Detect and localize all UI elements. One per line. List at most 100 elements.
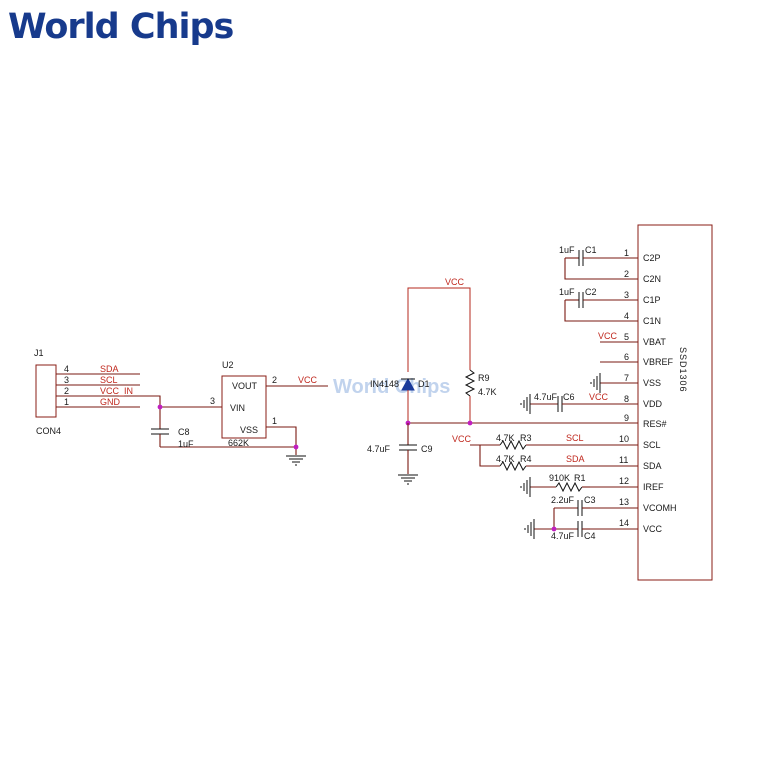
resistor-r3-symbol [499,439,527,451]
chip-pin-number: 1 [624,248,629,258]
connector-pin-number: 1 [64,397,69,407]
chip-ssd1306: SSD1306 1 2 3 4 5 6 7 [588,224,713,581]
resistor-r4-ref: R4 [520,454,532,464]
capacitors-c3-c4: 2.2uF C3 4.7uF C4 [524,495,596,541]
chip-pin-name: VCOMH [643,503,677,513]
resistor-r1-symbol [555,481,583,493]
connector-j1-value: CON4 [36,426,61,436]
chip-pin-number: 3 [624,290,629,300]
capacitor-c3-value: 2.2uF [551,495,575,505]
chip-pin-name: C2N [643,274,661,284]
ground-symbol [524,519,535,539]
wire-vss [266,426,297,455]
chip-pin-number: 8 [624,394,629,404]
connector-pin-number: 2 [64,386,69,396]
resistor-r9-value: 4.7K [478,387,497,397]
capacitor-c9-value: 4.7uF [367,444,391,454]
chip-pin-name: RES# [643,419,667,429]
chip-pin-number: 5 [624,332,629,342]
brand-logo-first: World [8,7,120,47]
connector-j1-ref: J1 [34,348,44,358]
resistor-r3-ref: R3 [520,433,532,443]
chip-pin-name: IREF [643,482,664,492]
net-vcc-in: 3 [140,395,222,429]
connector-pin-number: 4 [64,364,69,374]
capacitor-c1-value: 1uF [559,245,575,255]
capacitor-c8: C8 1uF [151,427,296,449]
chip-pin-name: C1P [643,295,661,305]
chip-ssd1306-name: SSD1306 [678,347,688,393]
diode-d1-value: IN4148 [370,379,399,389]
chip-pin-name: VDD [643,399,663,409]
resistor-r1: 910K R1 [520,473,590,497]
chip-pins [588,257,638,530]
chip-pin-name: VCC [643,524,663,534]
connector-j1-body [35,364,57,418]
capacitor-c6-value: 4.7uF [534,392,558,402]
pullup-network: VCC 4.7K R3 4.7K R4 SCL SDA [452,433,588,472]
regulator-pin-number: 3 [210,396,215,406]
capacitor-c4-ref: C4 [584,531,596,541]
ground-symbol [286,455,306,466]
chip-pin-name: VSS [643,378,661,388]
regulator-u2-value: 662K [228,438,249,448]
regulator-pin-vin: VIN [230,403,245,413]
chip-pin-number: 11 [619,455,628,465]
net-label-gnd: GND [100,397,121,407]
net-label-sda-chip: SDA [566,454,585,464]
ground-symbol [520,394,531,414]
resistor-r4-symbol [499,460,527,472]
capacitor-c3-ref: C3 [584,495,596,505]
chip-ssd1306-body [637,224,713,581]
wire-vcc-top [407,287,471,372]
resistor-r1-value: 910K [549,473,570,483]
capacitor-c9-ref: C9 [421,444,433,454]
chip-pin-number: 2 [624,269,629,279]
net-label-scl: SCL [100,375,118,385]
regulator-u2: U2 662K VOUT VIN VSS 2 VCC 1 [221,360,328,455]
chip-pin-number: 7 [624,373,629,383]
chip-pin-number: 9 [624,413,629,423]
capacitor-c2: 1uF C2 [559,287,600,322]
capacitor-c2-ref: C2 [585,287,597,297]
chip-pin-name: C1N [643,316,661,326]
brand-logo: World Chips [8,2,234,52]
junction-dot [551,526,557,532]
net-label-vbat: VCC [598,331,618,341]
regulator-pin-number: 2 [272,375,277,385]
ground-symbol [520,477,531,497]
ground-symbol [398,474,418,485]
net-label-sda: SDA [100,364,119,374]
net-label-vcc-out: VCC [298,375,318,385]
regulator-pin-vout: VOUT [232,381,258,391]
capacitor-c4-value: 4.7uF [551,531,575,541]
resistor-r9-symbol [464,369,476,397]
resistor-r3-value: 4.7K [496,433,515,443]
capacitor-c6-ref: C6 [563,392,575,402]
connector-pin-number: 3 [64,375,69,385]
chip-pin-name: VBAT [643,337,666,347]
chip-pin-number: 4 [624,311,629,321]
net-label-vcc-top: VCC [445,277,465,287]
net-label-vdd: VCC [589,392,609,402]
capacitor-c8-ref: C8 [178,427,190,437]
capacitor-c1-ref: C1 [585,245,597,255]
reset-network: VCC IN4148 D1 R9 4.7K 4.7uF C9 [367,277,638,485]
regulator-pin-vss: VSS [240,425,258,435]
connector-j1: J1 CON4 4 3 2 1 SDA SCL VCC_IN GND [34,348,140,436]
net-label-pullup-vcc: VCC [452,434,472,444]
junction-dot [157,404,163,410]
chip-pin-name: SCL [643,440,661,450]
ground-symbol [590,373,601,393]
resistor-r1-ref: R1 [574,473,586,483]
junction-dot [467,420,473,426]
capacitor-c2-value: 1uF [559,287,575,297]
brand-logo-second: Chips [129,7,234,47]
chip-pin-name: SDA [643,461,662,471]
chip-pin-number: 14 [619,518,629,528]
net-label-scl-chip: SCL [566,433,584,443]
capacitor-c6: 4.7uF C6 VCC [520,392,609,414]
regulator-u2-ref: U2 [222,360,234,370]
